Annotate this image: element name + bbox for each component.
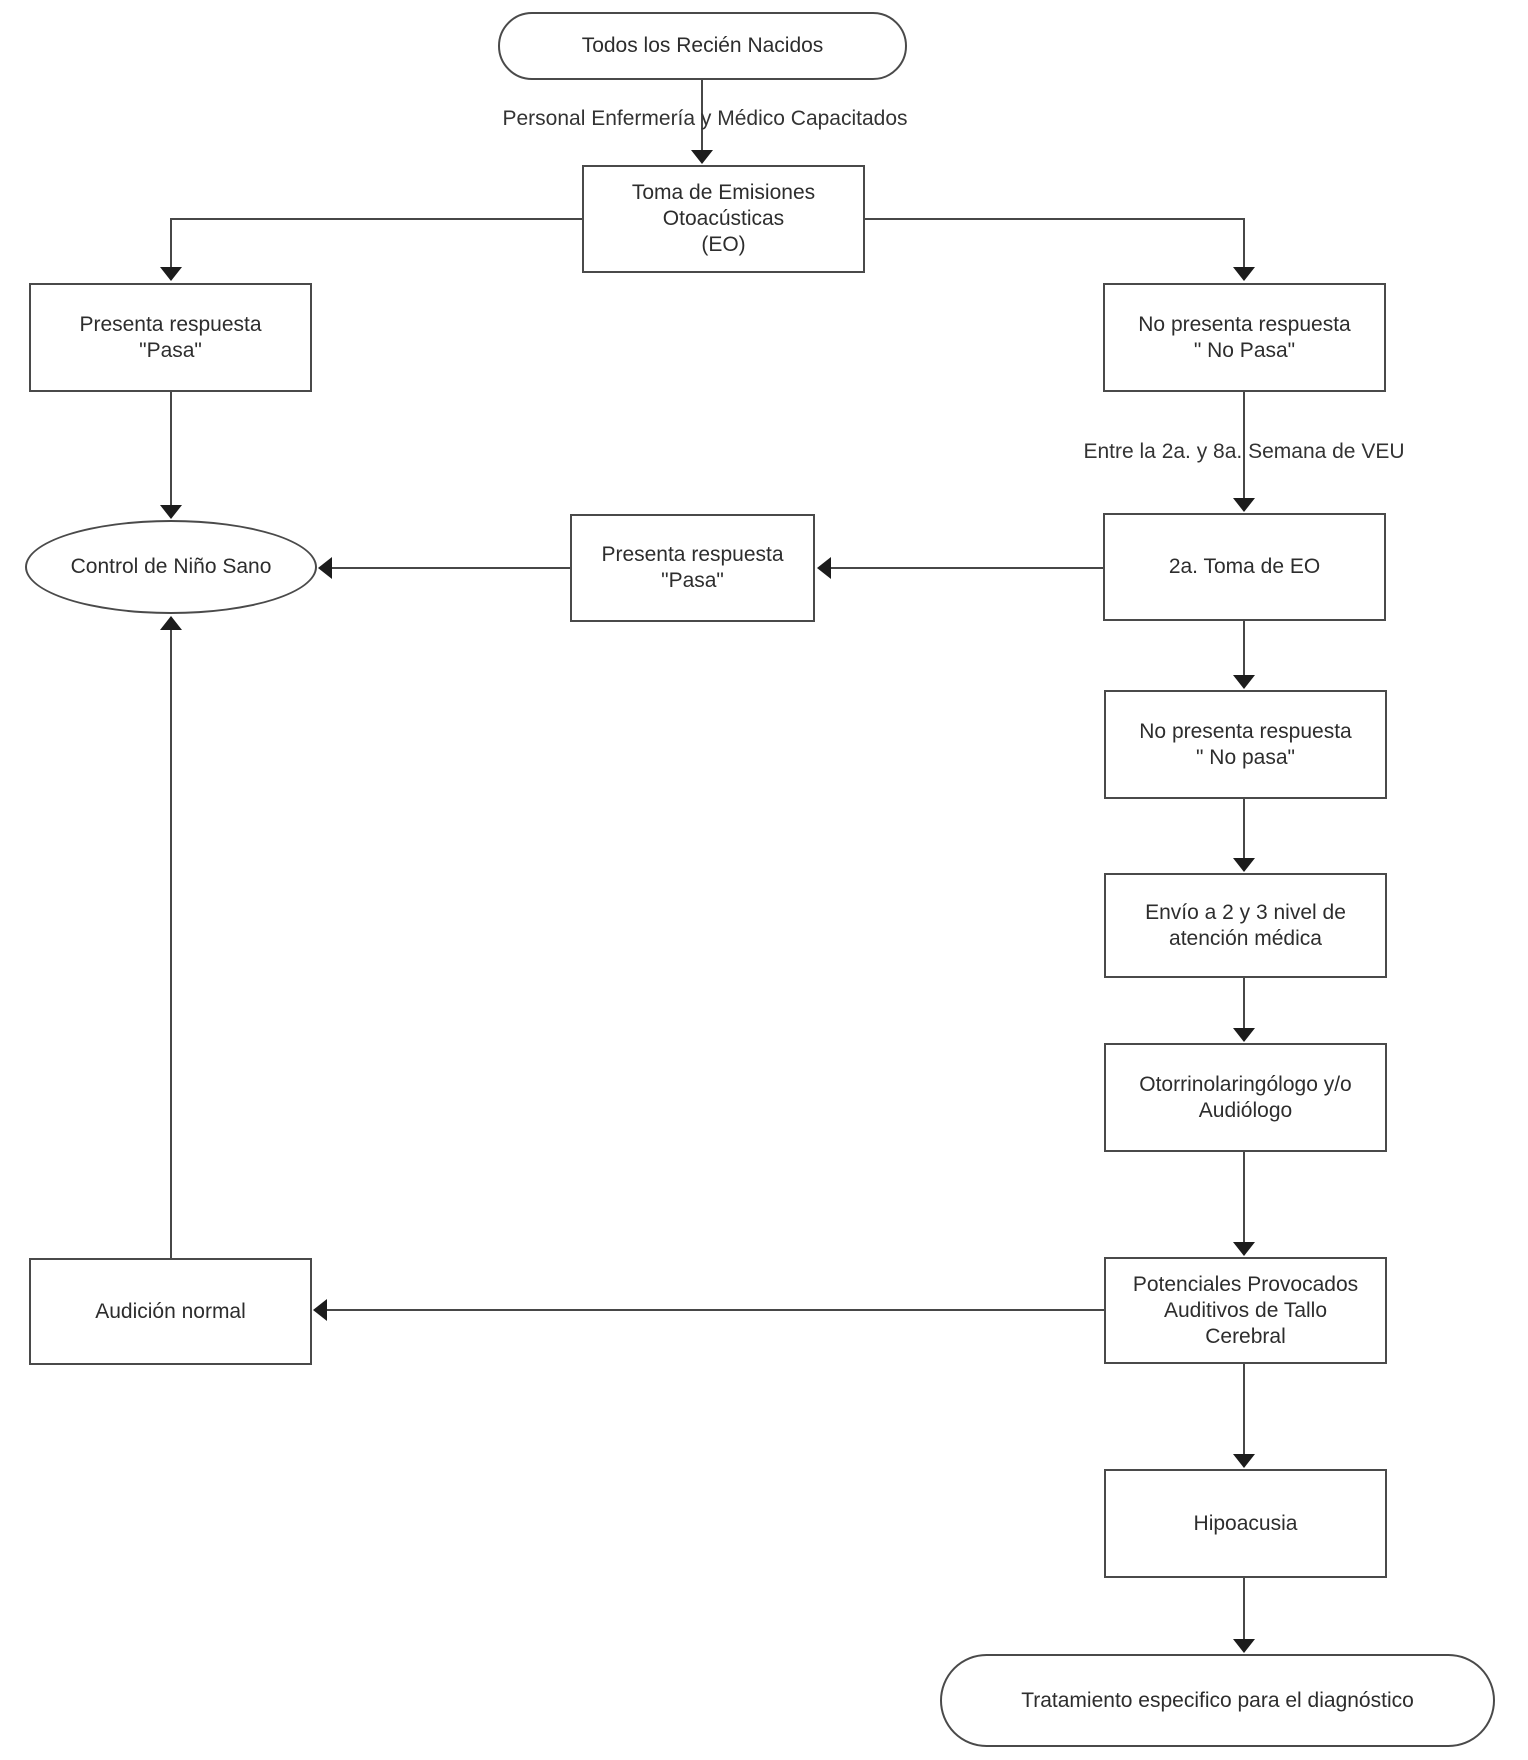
node-text-line: Audición normal xyxy=(95,1299,246,1323)
arrow-audicion-to-control xyxy=(160,616,182,1258)
node-presenta-respuesta-pasa-1: Presenta respuesta "Pasa" xyxy=(29,283,312,392)
node-text-line: Toma de Emisiones xyxy=(631,181,816,204)
node-otorrinolaringologo-audiologo: Otorrinolaringólogo y/o Audiólogo xyxy=(1104,1043,1387,1152)
arrow-no-presenta-2-to-envio xyxy=(1233,799,1255,872)
node-text-line: Tratamiento especifico para el diagnósti… xyxy=(1021,1688,1414,1712)
node-text-line: Cerebral xyxy=(1205,1324,1286,1348)
node-tratamiento-especifico: Tratamiento especifico para el diagnósti… xyxy=(940,1654,1495,1747)
arrow-segunda-toma-to-presenta-pasa-2 xyxy=(817,557,1103,579)
arrow-envio-to-otorrino xyxy=(1233,978,1255,1042)
node-text-line: "Pasa" xyxy=(139,338,202,362)
node-text-line: " No Pasa" xyxy=(1193,338,1296,362)
node-text-line: Envío a 2 y 3 nivel de xyxy=(1145,900,1346,924)
node-text-line: Presenta respuesta xyxy=(601,543,784,566)
arrow-presenta-pasa-1-to-control xyxy=(160,392,182,519)
node-presenta-respuesta-pasa-2: Presenta respuesta "Pasa" xyxy=(570,514,815,622)
node-text-line: No presenta respuesta xyxy=(1139,719,1352,743)
edge-label-personal-capacitados: Personal Enfermería y Médico Capacitados xyxy=(502,107,908,130)
arrow-potenciales-to-hipoacusia xyxy=(1233,1364,1255,1468)
arrow-no-presenta-1-to-segunda-toma xyxy=(1233,392,1255,512)
node-potenciales-provocados: Potenciales Provocados Auditivos de Tall… xyxy=(1104,1257,1387,1364)
node-text-line: Control de Niño Sano xyxy=(70,555,272,578)
node-text-line: 2a. Toma de EO xyxy=(1168,555,1321,578)
node-todos-recien-nacidos: Todos los Recién Nacidos xyxy=(498,12,907,80)
node-text-line: No presenta respuesta xyxy=(1138,312,1351,336)
arrow-hipoacusia-to-tratamiento xyxy=(1233,1578,1255,1653)
arrow-presenta-pasa-2-to-control xyxy=(318,557,570,579)
node-no-presenta-respuesta-no-pasa-1: No presenta respuesta " No Pasa" xyxy=(1103,283,1386,392)
arrow-start-to-toma-eo xyxy=(691,80,713,164)
node-segunda-toma-eo: 2a. Toma de EO xyxy=(1103,513,1386,621)
node-text-line: Todos los Recién Nacidos xyxy=(581,34,824,57)
arrow-toma-eo-to-no-presenta-1 xyxy=(865,218,1255,281)
node-text-line: atención médica xyxy=(1169,926,1322,950)
arrow-toma-eo-to-presenta-pasa-1 xyxy=(160,218,582,281)
node-text-line: "Pasa" xyxy=(661,569,724,592)
node-text-line: Presenta respuesta xyxy=(79,312,262,336)
node-text-line: Otorrinolaringólogo y/o xyxy=(1139,1072,1352,1096)
arrow-otorrino-to-potenciales xyxy=(1233,1152,1255,1256)
node-text-line: Audiólogo xyxy=(1198,1098,1293,1122)
node-text-line: Potenciales Provocados xyxy=(1132,1272,1359,1296)
node-toma-emisiones-otoacusticas: Toma de Emisiones Otoacústicas (EO) xyxy=(582,165,865,273)
node-envio-nivel-atencion: Envío a 2 y 3 nivel de atención médica xyxy=(1104,873,1387,978)
node-text-line: (EO) xyxy=(701,233,746,256)
node-text-line: Hipoacusia xyxy=(1193,1511,1298,1535)
node-control-nino-sano: Control de Niño Sano xyxy=(25,520,317,614)
edge-label-entre-semana-veu: Entre la 2a. y 8a. Semana de VEU xyxy=(1083,440,1405,463)
node-text-line: Otoacústicas xyxy=(662,207,785,230)
arrow-segunda-toma-to-no-presenta-2 xyxy=(1233,621,1255,689)
node-text-line: " No pasa" xyxy=(1196,745,1295,769)
node-no-presenta-respuesta-no-pasa-2: No presenta respuesta " No pasa" xyxy=(1104,690,1387,799)
node-hipoacusia: Hipoacusia xyxy=(1104,1469,1387,1578)
node-text-line: Auditivos de Tallo xyxy=(1163,1298,1328,1322)
node-audicion-normal: Audición normal xyxy=(29,1258,312,1365)
arrow-potenciales-to-audicion xyxy=(313,1299,1104,1321)
